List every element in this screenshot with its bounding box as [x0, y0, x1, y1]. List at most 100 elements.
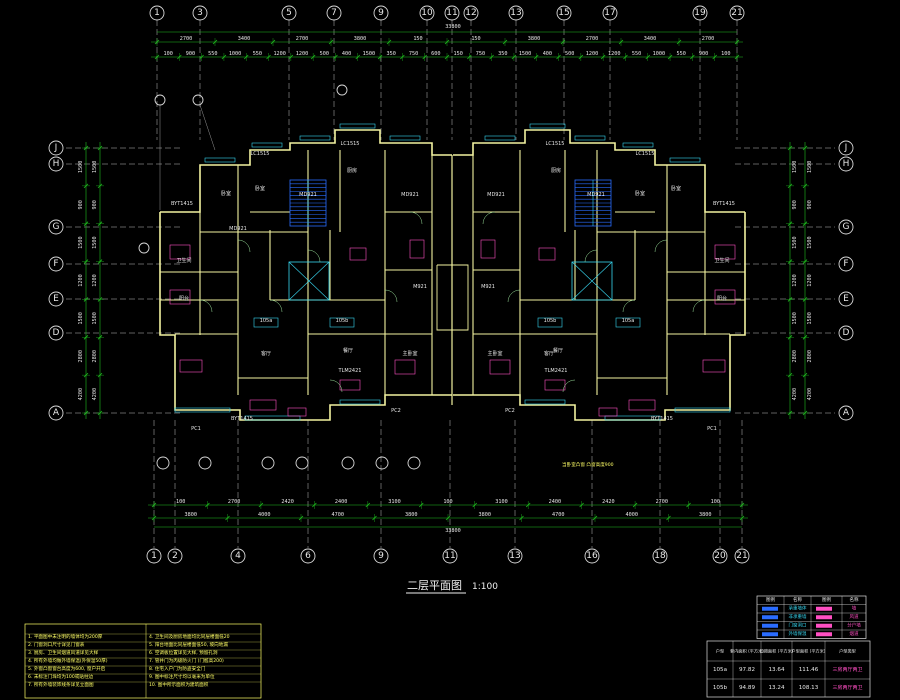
axis-bottom-5-circle [442, 548, 458, 564]
fixture-right-1 [714, 289, 736, 305]
leader-2 [199, 104, 216, 151]
note-right-0: 4. 卫生间及厨房地面均比同层楼面低20 [149, 633, 230, 640]
axis-left-1-label: H [53, 159, 60, 169]
overall-width-top: 33800 [445, 24, 461, 30]
axis-bottom-5-label: 11 [444, 551, 455, 561]
area-badge-box-3 [615, 317, 641, 328]
axis-top-2-circle [281, 5, 297, 21]
axis-bottom-1-label: 2 [172, 551, 178, 561]
axis-top-12-circle [729, 5, 745, 21]
axis-bottom-10-label: 21 [736, 551, 747, 561]
room-label-13: 阳台 [717, 295, 727, 302]
axis-bottom-6-circle [507, 548, 523, 564]
axis-right-4-label: E [843, 294, 849, 304]
top-dim-row1-text-0: 2700 [180, 36, 193, 42]
window-left-4 [389, 135, 421, 141]
area-header-4: 户型类型 [839, 648, 856, 655]
lift-left-box [288, 261, 330, 301]
room-label-14: 餐厅 [343, 347, 353, 354]
axis-bottom-3-circle [300, 548, 316, 564]
room-label-34: LC1515 [340, 141, 359, 147]
note-right-5: 9. 图中标注尺寸均以毫米为单位 [149, 673, 215, 680]
area-cell-0-1: 97.82 [739, 667, 755, 673]
window-right-2 [574, 135, 606, 141]
top-dim-row2-text-2: 550 [208, 51, 217, 57]
bottom-dim-row2-text-0: 3800 [185, 512, 198, 518]
fixture-left-3 [287, 407, 307, 417]
left-dim-b-text-6: 4200 [92, 388, 98, 401]
ref-bubble-bottom-6 [407, 456, 421, 470]
axis-top-0-label: 1 [154, 8, 160, 18]
fixture-left-5 [409, 239, 425, 259]
ref-bubble-bottom-3 [295, 456, 309, 470]
window-left-7 [339, 399, 381, 405]
top-dim-row2-text-4: 550 [253, 51, 262, 57]
outer-wall-bottom-left [159, 212, 452, 421]
left-dim-text-2: 1500 [78, 236, 84, 249]
top-dim-row2-text-14: 750 [476, 51, 485, 57]
top-dim-row2-text-16: 1500 [519, 51, 532, 57]
lift-left-x2 [288, 261, 330, 301]
room-labels: 卧室卧室厨房客厅主卧室主卧室客厅厨房卧室卧室卫生间卫生间阳台阳台餐厅餐厅105a… [171, 141, 735, 432]
bottom-dim-row1-text-0: 100 [176, 499, 185, 505]
note-right-3: 7. 管井门为丙级防火门 (门槛高200) [149, 657, 224, 664]
left-dim-text-0: 1500 [78, 161, 84, 174]
fixture-right-3 [598, 407, 618, 417]
bottom-dim-row2-text-2: 4700 [332, 512, 345, 518]
bottom-dim-row1-text-8: 2420 [602, 499, 615, 505]
top-dim-row2-text-12: 600 [431, 51, 440, 57]
drawing-scale: 1:100 [472, 582, 498, 592]
door-swing-left-1 [307, 249, 321, 263]
door-swing-left-5 [329, 379, 343, 393]
axis-grid [66, 20, 835, 548]
door-swing-right-0 [654, 239, 668, 253]
bottom-dim-row1-text-10: 100 [711, 499, 720, 505]
note-left-3: 4. 所有外墙均做外墙保温(外保温50厚) [28, 657, 108, 664]
right-dim-text-3: 1200 [807, 274, 813, 287]
axis-top-3-label: 7 [331, 8, 337, 18]
top-dim-row2-text-0: 100 [163, 51, 172, 57]
area-table: 户型套内面积 (平方米)公摊面积 (平方米)户型面积 (平方米)户型类型105a… [706, 640, 871, 698]
legend-swatch-1-0 [762, 615, 778, 620]
top-dim-row2-text-9: 1500 [363, 51, 376, 57]
axis-left-0-circle [48, 140, 64, 156]
top-dim-row1-text-4: 150 [413, 36, 422, 42]
area-header-2: 公摊面积 (平方米) [760, 648, 794, 655]
axis-bottom-4-label: 9 [378, 551, 384, 561]
fixture-left-7 [179, 359, 203, 373]
top-dim-row2-text-3: 1000 [229, 51, 242, 57]
axis-left-5-circle [48, 325, 64, 341]
axis-right-3-label: F [843, 259, 848, 269]
right-dim-text-0: 1500 [807, 161, 813, 174]
outer-wall-top-left [160, 129, 452, 213]
axis-bottom-6-label: 13 [509, 551, 520, 561]
note-left-1: 2. 门窗洞口尺寸详见门窗表 [28, 641, 85, 648]
left-dim-text-1: 900 [78, 200, 84, 209]
outer-wall-top-right [453, 129, 745, 213]
top-dim-row2-text-25: 100 [721, 51, 730, 57]
bottom-dim-row1-text-5: 100 [443, 499, 452, 505]
axis-bottom-2-label: 4 [235, 551, 241, 561]
left-dim-text-4: 1500 [78, 312, 84, 325]
ref-bubble-bottom-4 [341, 456, 355, 470]
room-label-17: 105b [336, 318, 349, 324]
left-dim-text-5: 2800 [78, 350, 84, 363]
top-dim-row1-text-5: 150 [471, 36, 480, 42]
window-note: 当卧室凸窗 凸窗高度900 [562, 461, 614, 468]
left-dim-b-text-2: 1500 [92, 236, 98, 249]
door-swing-left-0 [237, 239, 251, 253]
notes-table-border [24, 623, 262, 699]
top-dim-row1-text-6: 3800 [528, 36, 541, 42]
window-right-4 [484, 135, 516, 141]
fixture-right-7 [702, 359, 726, 373]
left-dim-b-text-1: 900 [92, 200, 98, 209]
window-right-5 [674, 407, 731, 413]
top-dim-row2-text-18: 500 [565, 51, 574, 57]
legend-swatch-3-0 [762, 632, 778, 637]
legend-swatch-0-0 [762, 606, 778, 611]
top-dim-row2-text-13: 150 [453, 51, 462, 57]
axis-right-4-circle [838, 291, 854, 307]
axis-top-1-label: 3 [197, 8, 203, 18]
bottom-dim-row1-text-6: 3100 [495, 499, 508, 505]
